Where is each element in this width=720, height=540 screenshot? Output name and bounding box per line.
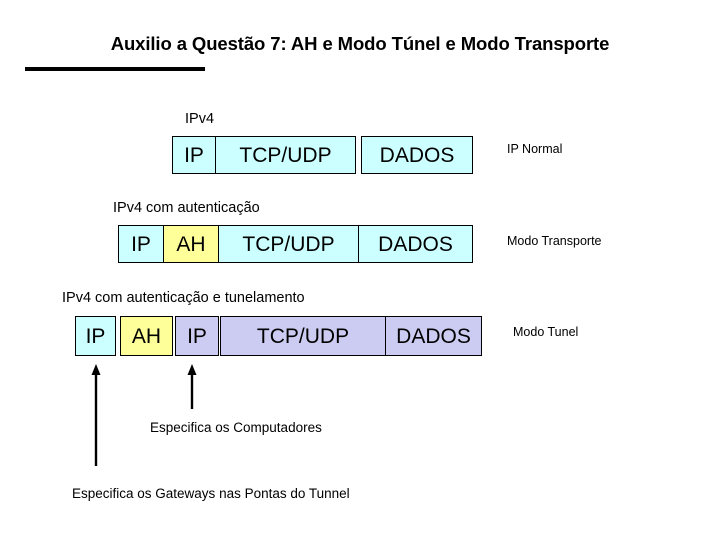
title-underline-rule (25, 67, 205, 71)
row-1-mode-label: IP Normal (507, 142, 563, 156)
gateways-arrow-icon (91, 364, 101, 466)
annotation-gateways: Especifica os Gateways nas Pontas do Tun… (72, 486, 350, 501)
row-3-box-ah: AH (120, 316, 173, 356)
row-1-caption: IPv4 (185, 111, 215, 127)
row-3-mode-label: Modo Tunel (513, 325, 579, 339)
row-2-box-ah: AH (163, 225, 219, 263)
row-3-box-tcp-udp: TCP/UDP (220, 316, 386, 356)
row-2-caption: IPv4 com autenticação (113, 200, 260, 216)
row-1-box-ip: IP (172, 136, 216, 174)
page-title: Auxilio a Questão 7: AH e Modo Túnel e M… (110, 33, 610, 54)
row-2-box-dados: DADOS (358, 225, 473, 263)
row-1-box-tcp-udp: TCP/UDP (215, 136, 356, 174)
row-2-mode-label: Modo Transporte (507, 234, 602, 248)
row-3-box-dados: DADOS (385, 316, 482, 356)
row-3-box-inner-ip: IP (175, 316, 219, 356)
annotation-computers: Especifica os Computadores (150, 420, 322, 435)
row-2-box-tcp-udp: TCP/UDP (218, 225, 359, 263)
computers-arrow-icon (187, 364, 197, 409)
row-2-box-ip: IP (118, 225, 164, 263)
row-1-box-dados: DADOS (361, 136, 473, 174)
row-3-box-outer-ip: IP (75, 316, 116, 356)
row-3-caption: IPv4 com autenticação e tunelamento (62, 290, 305, 306)
